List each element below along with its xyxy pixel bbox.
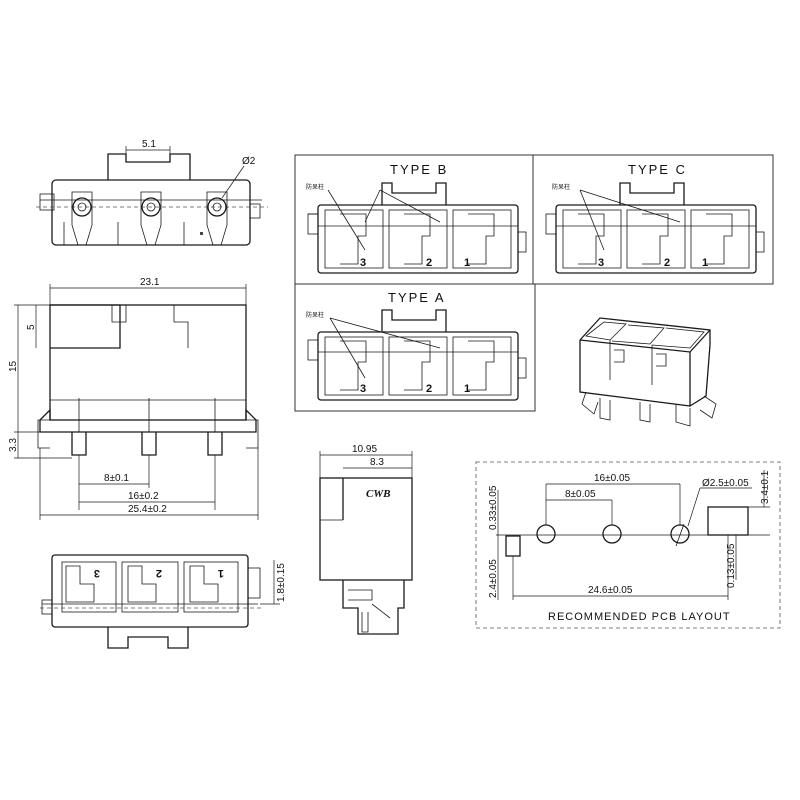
pcb-hole-label: Ø2.5±0.05 xyxy=(702,478,749,489)
bottom-view: 3 2 1 1.8±0.15 xyxy=(40,554,287,649)
pcb-hole-2 xyxy=(602,524,622,544)
pcb-pitch-label: 8±0.05 xyxy=(565,489,596,500)
top-terminal-2 xyxy=(140,191,162,246)
type-c-title: TYPE C xyxy=(628,162,687,177)
type-panels xyxy=(294,154,774,412)
left-dim-5: 5 xyxy=(26,324,37,330)
pcb-offset-top: 0.33±0.05 xyxy=(488,485,499,530)
front-view: 23.1 5 15 3.3 8±0.1 16±0.2 xyxy=(8,277,259,520)
top-view: 5.1 Ø2 xyxy=(36,139,268,246)
pcb-offset-left: 2.4±0.05 xyxy=(488,559,499,598)
type-a-note: 防呆柱 xyxy=(306,311,324,319)
pcb-layout-title: RECOMMENDED PCB LAYOUT xyxy=(548,611,731,623)
pcb-pad-left xyxy=(505,535,521,557)
pin-span-label: 16±0.2 xyxy=(128,491,159,502)
pcb-hole-1 xyxy=(536,524,556,544)
total-width-label: 25.4±0.2 xyxy=(128,504,167,515)
type-b-pin-3: 3 xyxy=(360,257,366,269)
type-a-pin-1: 1 xyxy=(464,383,470,395)
type-c-pin-2: 2 xyxy=(664,257,670,269)
isometric-view xyxy=(579,317,717,427)
pcb-total-label: 24.6±0.05 xyxy=(588,585,633,596)
type-c-pin-3: 3 xyxy=(598,257,604,269)
hole-label: Ø2 xyxy=(242,156,256,167)
side-outer-width: 10.95 xyxy=(352,444,377,455)
thickness-label: 1.8±0.15 xyxy=(276,563,287,602)
side-view: 10.95 8.3 CWB xyxy=(319,444,413,635)
top-terminal-1 xyxy=(71,191,93,246)
pitch-label: 8±0.1 xyxy=(104,473,129,484)
type-b-pin-2: 2 xyxy=(426,257,432,269)
type-c-panel: TYPE C 防呆柱 3 2 1 xyxy=(545,162,765,274)
type-a-pin-3: 3 xyxy=(360,383,366,395)
bottom-pin-3: 3 xyxy=(94,567,100,579)
type-b-title: TYPE B xyxy=(390,162,448,177)
bottom-pin-1: 1 xyxy=(218,567,224,579)
pin-length-label: 3.3 xyxy=(8,438,19,452)
type-c-note: 防呆柱 xyxy=(552,183,570,191)
type-a-title: TYPE A xyxy=(388,290,446,305)
pcb-layout: 16±0.05 8±0.05 Ø2.5±0.05 3.4±0.1 0.33±0.… xyxy=(475,461,781,629)
top-terminal-3 xyxy=(206,191,228,246)
top-width-label: 5.1 xyxy=(142,139,156,150)
bottom-pin-2: 2 xyxy=(156,567,162,579)
type-b-pin-1: 1 xyxy=(464,257,470,269)
type-b-panel: TYPE B 防呆柱 3 2 1 xyxy=(306,162,527,274)
type-a-pin-2: 2 xyxy=(426,383,432,395)
overall-width-label: 23.1 xyxy=(140,277,160,288)
pcb-pad-height: 3.4±0.1 xyxy=(760,470,771,504)
type-b-note: 防呆柱 xyxy=(306,183,324,191)
type-c-pin-1: 1 xyxy=(702,257,708,269)
type-a-panel: TYPE A 防呆柱 3 2 1 xyxy=(306,290,527,401)
pcb-span-label: 16±0.05 xyxy=(594,473,631,484)
side-inner-width: 8.3 xyxy=(370,457,384,468)
brand-logo: CWB xyxy=(366,488,390,500)
height-label: 15 xyxy=(8,360,19,372)
pcb-offset-right: 0.13±0.05 xyxy=(726,543,737,588)
pcb-pad-right xyxy=(707,506,749,536)
